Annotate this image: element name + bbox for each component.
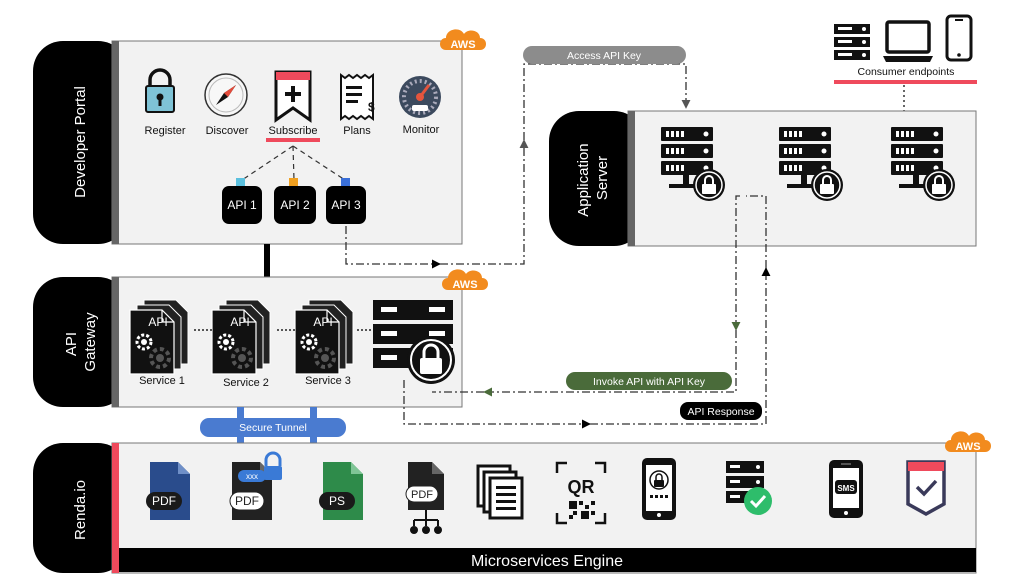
service-doc-2[interactable]: API bbox=[210, 298, 272, 376]
aws-label: AWS bbox=[452, 279, 477, 291]
secure-tunnel: Secure Tunnel bbox=[200, 407, 346, 445]
portal-item-label: Discover bbox=[206, 125, 249, 137]
api-response-flow bbox=[403, 195, 771, 429]
access-api-key-pill: Access API Key bbox=[523, 46, 686, 64]
portal-item-label: Register bbox=[145, 125, 186, 137]
consumer-endpoints-label: Consumer endpoints bbox=[858, 66, 955, 78]
icon-text: SMS bbox=[837, 484, 855, 493]
subscribe-links bbox=[241, 145, 346, 181]
aws-label: AWS bbox=[955, 441, 980, 453]
invoke-api-label: Invoke API with API Key bbox=[593, 376, 706, 388]
padlock-icon[interactable] bbox=[145, 68, 175, 113]
aws-cloud-gateway: AWS bbox=[442, 269, 488, 291]
document-stack-icon bbox=[476, 464, 524, 520]
badge-check-icon bbox=[906, 460, 946, 517]
service-label: Service 2 bbox=[223, 377, 269, 389]
smartphone-icon bbox=[945, 14, 973, 62]
portal-item-label: Plans bbox=[343, 125, 371, 137]
aws-cloud-renda: AWS bbox=[945, 431, 991, 453]
invoke-api-pill: Invoke API with API Key bbox=[566, 372, 732, 390]
api-response-pill: API Response bbox=[680, 402, 762, 420]
application-server: Application Server bbox=[549, 110, 977, 247]
api-gateway-title-line1: API bbox=[63, 332, 80, 356]
consumer-endpoints-underline bbox=[834, 80, 977, 84]
aws-cloud-portal: AWS bbox=[440, 29, 486, 51]
icon-text: PDF bbox=[152, 494, 176, 508]
secure-tunnel-label: Secure Tunnel bbox=[239, 422, 307, 434]
server-check-icon bbox=[726, 461, 772, 515]
api-gateway-title: API Gateway bbox=[63, 312, 99, 372]
consumer-endpoints: Consumer endpoints bbox=[834, 14, 977, 111]
api-pill-label: API 3 bbox=[331, 198, 361, 212]
api-tags bbox=[236, 178, 350, 187]
portal-gateway-connector bbox=[264, 244, 270, 278]
icon-text: PS bbox=[329, 494, 345, 508]
gateway-secure-server-icon bbox=[373, 300, 455, 384]
app-server-title-line1: Application bbox=[575, 143, 592, 216]
svg-text:$: $ bbox=[368, 100, 375, 114]
service-doc-3[interactable]: API bbox=[293, 298, 355, 376]
developer-portal-title: Developer Portal bbox=[72, 86, 89, 198]
pdf-document-icon: PDF bbox=[146, 462, 190, 520]
api-response-label: API Response bbox=[687, 406, 754, 418]
service-doc-label: API bbox=[148, 315, 167, 329]
access-api-key-label: Access API Key bbox=[567, 50, 642, 62]
aws-label: AWS bbox=[450, 39, 475, 51]
icon-badge-text: xxx bbox=[246, 472, 258, 481]
bookmark-plus-icon[interactable] bbox=[274, 70, 312, 123]
service-label: Service 1 bbox=[139, 375, 185, 387]
laptop-icon bbox=[883, 20, 933, 62]
server-rack-icon bbox=[834, 24, 870, 60]
service-doc-1[interactable]: API bbox=[128, 298, 190, 376]
api-pill-2[interactable]: API 2 bbox=[274, 186, 316, 224]
receipt-icon[interactable]: $ bbox=[340, 73, 375, 121]
compass-icon[interactable] bbox=[204, 73, 248, 117]
portal-item-label: Subscribe bbox=[269, 125, 318, 137]
service-doc-label: API bbox=[230, 315, 249, 329]
icon-text: PDF bbox=[235, 494, 259, 508]
sms-phone-icon: SMS bbox=[829, 460, 863, 518]
microservices-engine-label: Microservices Engine bbox=[471, 553, 623, 570]
speedometer-icon[interactable] bbox=[399, 76, 441, 118]
portal-item-label: Monitor bbox=[403, 124, 440, 136]
api-pill-3[interactable]: API 3 bbox=[326, 186, 366, 224]
api-pill-label: API 2 bbox=[280, 198, 310, 212]
mobile-lock-icon bbox=[642, 458, 676, 520]
icon-text: QR bbox=[568, 477, 595, 497]
postscript-document-icon: PS bbox=[319, 462, 363, 520]
app-server-title-line2: Server bbox=[594, 156, 611, 200]
service-doc-label: API bbox=[313, 315, 332, 329]
encrypted-pdf-icon: PDF xxx bbox=[229, 451, 282, 520]
pdf-split-icon: PDF bbox=[405, 462, 444, 534]
app-server-title: Application Server bbox=[575, 139, 611, 217]
api-pill-1[interactable]: API 1 bbox=[222, 186, 262, 224]
service-label: Service 3 bbox=[305, 375, 351, 387]
renda-title: Renda.io bbox=[72, 480, 89, 540]
qr-code-icon: QR bbox=[555, 461, 607, 525]
api-pill-label: API 1 bbox=[227, 198, 257, 212]
invoke-api-flow bbox=[432, 195, 741, 397]
subscribe-underline bbox=[266, 138, 320, 142]
api-gateway-title-line2: Gateway bbox=[82, 312, 99, 372]
icon-text: PDF bbox=[411, 489, 433, 501]
